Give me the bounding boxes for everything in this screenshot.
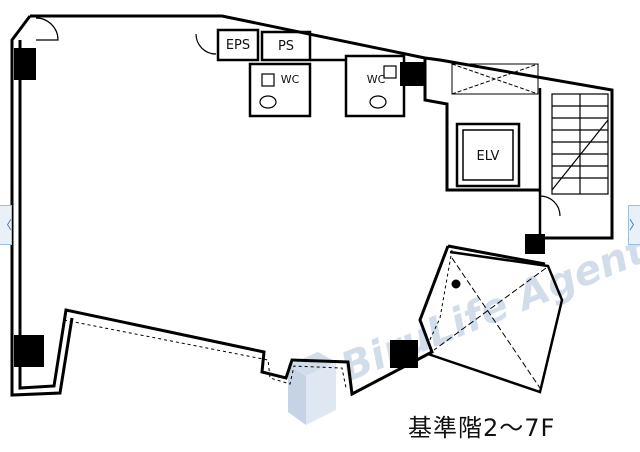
core-partitions [216,28,542,238]
floor-caption: 基準階2～7F [408,414,556,442]
elv-label: ELV [477,149,500,164]
watermark-logo: BiruLife Agent [288,226,640,425]
eps-label: EPS [226,38,250,53]
outer-walls [10,14,614,397]
hatched-wall [63,249,453,389]
void-area [451,63,539,95]
ps-label: PS [278,39,294,54]
prev-arrow-button[interactable]: 〈 [0,205,12,245]
terrace [427,250,564,394]
staircase [551,93,609,195]
wc-left-label: WC [281,73,300,86]
elevator-shaft: ELV [462,129,514,181]
watermark-text: BiruLife Agent [335,226,640,391]
doors [35,17,561,217]
next-arrow-button[interactable]: 〉 [628,205,640,245]
toilet-fixtures [259,65,397,109]
wc-right-label: WC [367,73,386,86]
